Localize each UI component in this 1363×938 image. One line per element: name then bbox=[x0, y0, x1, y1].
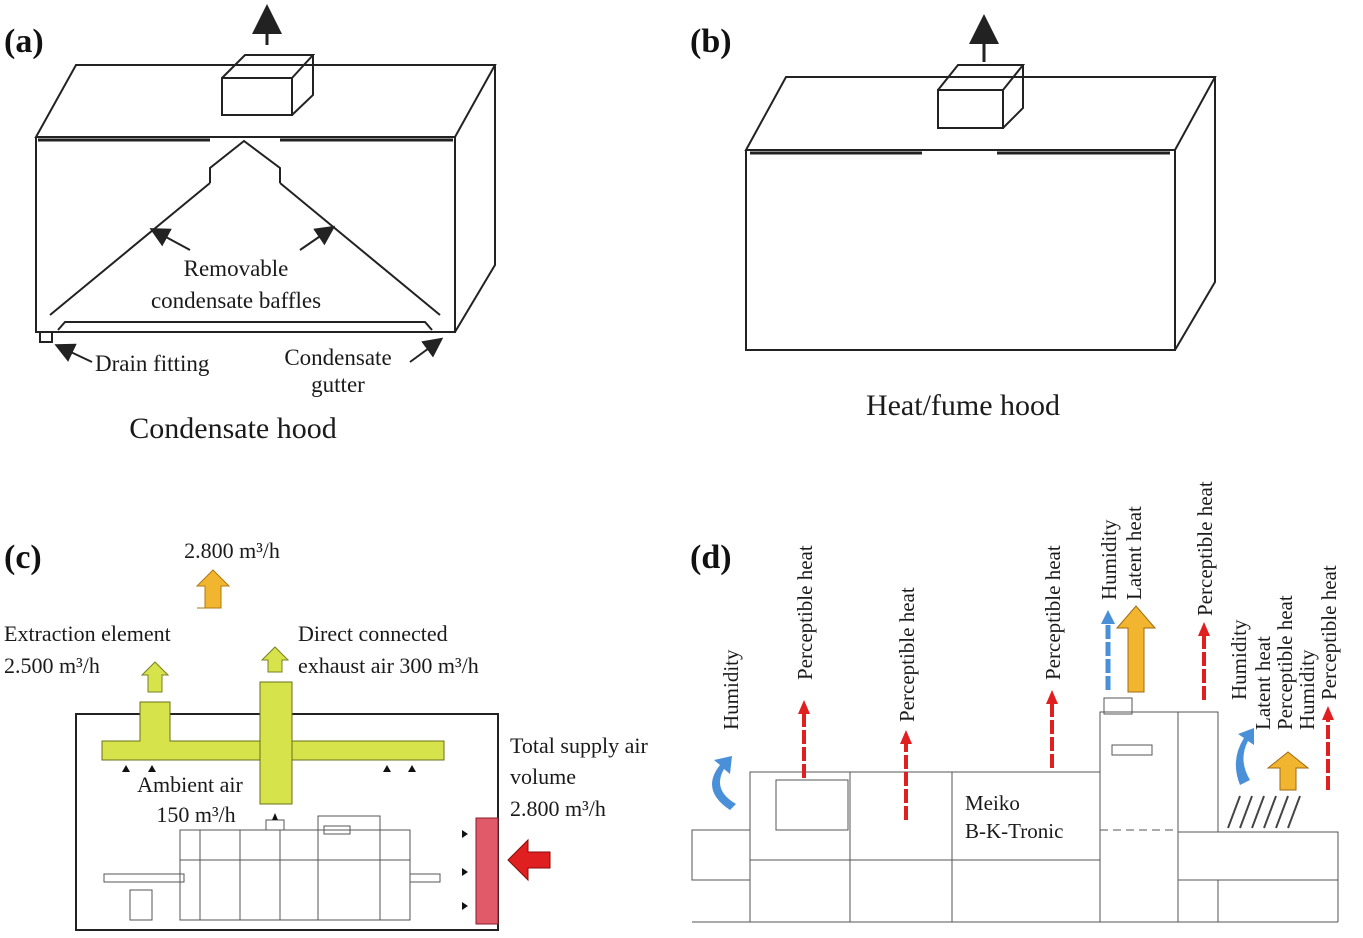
gutter-label-2: gutter bbox=[311, 372, 365, 397]
machine-label-1: Meiko bbox=[965, 791, 1020, 815]
baffle-left bbox=[49, 182, 211, 316]
perceptible-label-2: Perceptible heat bbox=[895, 587, 919, 722]
drain-label: Drain fitting bbox=[95, 351, 210, 376]
machine-label-2: B-K-Tronic bbox=[965, 819, 1063, 843]
panel-a-caption: Condensate hood bbox=[129, 412, 336, 445]
hood-side bbox=[1174, 77, 1216, 351]
supply-air-panel bbox=[475, 817, 499, 925]
supply-arrow-icon bbox=[507, 838, 551, 882]
latent-label-1: Latent heat bbox=[1122, 506, 1146, 600]
supply-markers bbox=[462, 830, 468, 910]
humidity-arrows bbox=[712, 610, 1254, 810]
gutter-label-1: Condensate bbox=[284, 345, 391, 370]
humidity-label-3: Humidity bbox=[1227, 619, 1251, 700]
panel-c-tag: (c) bbox=[4, 539, 42, 576]
direct-exhaust-duct bbox=[259, 681, 293, 805]
extraction-duct bbox=[101, 701, 445, 761]
perceptible-label-3: Perceptible heat bbox=[1041, 545, 1065, 680]
hood-front bbox=[745, 150, 1176, 351]
supply-label-2: volume bbox=[510, 764, 576, 789]
direct-exhaust-arrow-icon bbox=[260, 646, 290, 673]
dishwasher-line-drawing bbox=[691, 697, 1339, 923]
hood-top bbox=[744, 76, 1217, 151]
direct-label-2: exhaust air 300 m³/h bbox=[298, 653, 479, 678]
total-exhaust-arrow-icon bbox=[195, 569, 231, 609]
panel-b-caption: Heat/fume hood bbox=[866, 389, 1060, 422]
exhaust-collar bbox=[937, 64, 1026, 129]
exhaust-collar bbox=[221, 54, 316, 116]
ambient-label-1: Ambient air bbox=[137, 772, 243, 797]
humidity-label-2: Humidity bbox=[1097, 519, 1121, 600]
panel-c: (c) 2.800 m³/h Extraction element 2.500 … bbox=[4, 538, 648, 931]
dishwasher-drawing bbox=[103, 813, 441, 921]
baffle-right bbox=[279, 182, 441, 316]
humidity-label-1: Humidity bbox=[719, 649, 743, 730]
extraction-label-2: 2.500 m³/h bbox=[4, 653, 100, 678]
baffles-label-1: Removable bbox=[184, 256, 289, 281]
baffles-label-2: condensate baffles bbox=[151, 288, 321, 313]
latent-heat-arrows bbox=[1115, 605, 1310, 791]
hood-side bbox=[454, 65, 496, 333]
perceptible-label-1: Perceptible heat bbox=[793, 545, 817, 680]
hood-front bbox=[35, 137, 456, 333]
total-exhaust-label: 2.800 m³/h bbox=[184, 538, 280, 563]
supply-label-3: 2.800 m³/h bbox=[510, 796, 606, 821]
hood-top bbox=[34, 64, 497, 138]
latent-label-2: Latent heat bbox=[1251, 636, 1275, 730]
perceptible-heat-arrows bbox=[798, 622, 1334, 820]
condensate-gutter bbox=[57, 321, 433, 331]
extraction-label-1: Extraction element bbox=[4, 621, 171, 646]
baffle-apex bbox=[209, 139, 281, 183]
panel-b-tag: (b) bbox=[690, 23, 732, 60]
intake-markers bbox=[122, 765, 416, 772]
panel-a-tag: (a) bbox=[4, 23, 44, 60]
panel-d: (d) Mei bbox=[690, 481, 1341, 923]
perceptible-label-4: Perceptible heat bbox=[1193, 481, 1217, 616]
ambient-label-2: 150 m³/h bbox=[156, 802, 235, 827]
drain-fitting bbox=[39, 331, 53, 343]
panel-b: (b) Heat/fume hood bbox=[690, 14, 1217, 422]
direct-label-1: Direct connected bbox=[298, 621, 448, 646]
panel-a: (a) Removable condensate baffles Drain f… bbox=[4, 4, 497, 445]
extraction-arrow-icon bbox=[140, 661, 170, 693]
supply-label-1: Total supply air bbox=[510, 733, 648, 758]
perceptible-label-6: Perceptible heat bbox=[1317, 565, 1341, 700]
perceptible-label-5: Perceptible heat bbox=[1273, 595, 1297, 730]
humidity-label-4: Humidity bbox=[1295, 649, 1319, 730]
panel-d-tag: (d) bbox=[690, 539, 732, 576]
